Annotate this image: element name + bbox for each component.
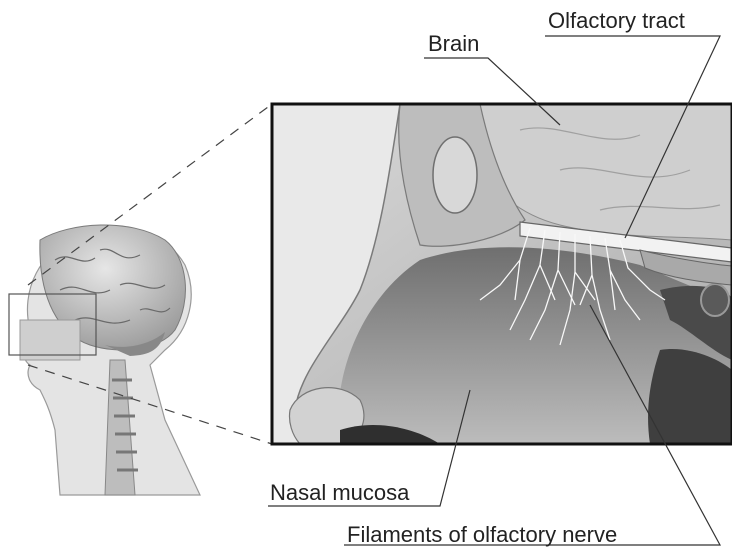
nasal-cavity-inset [272,104,732,444]
label-nasal-mucosa: Nasal mucosa [270,482,409,504]
label-olfactory-tract: Olfactory tract [548,10,685,32]
head-silhouette [20,225,200,495]
label-brain: Brain [428,33,479,55]
label-filaments-of-olfactory-nerve: Filaments of olfactory nerve [347,524,617,546]
